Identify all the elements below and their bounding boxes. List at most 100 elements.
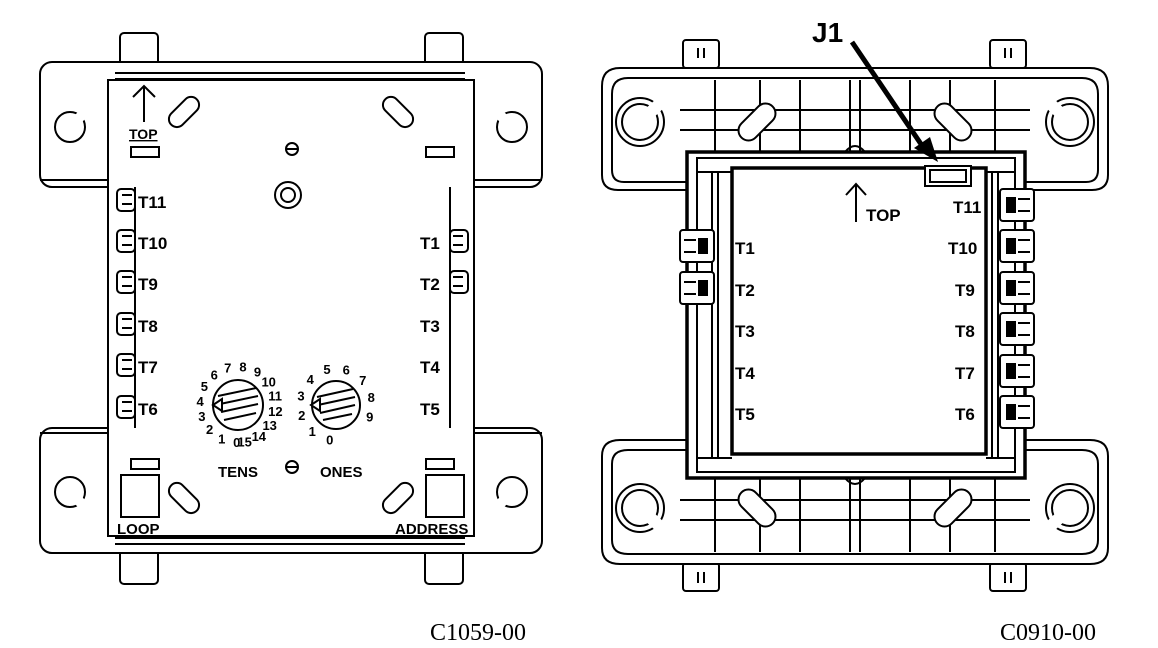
terminal-screw-icon[interactable]: [116, 395, 136, 419]
tens-rotary-switch[interactable]: [211, 379, 264, 431]
terminal-label-t11: T11: [138, 193, 166, 212]
ones-label: ONES: [320, 464, 363, 481]
terminal-label-t7: T7: [955, 364, 975, 383]
terminal-screw-icon[interactable]: [116, 229, 136, 253]
left-caption: C1059-00: [430, 620, 526, 646]
terminal-screw-icon[interactable]: [116, 353, 136, 377]
dial-number: 12: [268, 404, 282, 419]
terminal-blocks-left: [679, 229, 715, 305]
dial-number: 6: [211, 367, 218, 382]
terminal-block-icon[interactable]: [999, 312, 1035, 346]
terminal-label-t3: T3: [735, 322, 755, 341]
keyhole-slot: [54, 476, 100, 522]
keyhole-slot: [54, 97, 100, 143]
led-window: [425, 458, 455, 470]
keyhole-slot: [1036, 483, 1095, 540]
terminal-screws-left: [116, 188, 136, 419]
dial-number: 2: [206, 422, 213, 437]
terminal-label-t4: T4: [735, 364, 755, 383]
address-connector: [425, 474, 465, 518]
dial-number: 10: [261, 375, 275, 390]
j1-callout-label: J1: [812, 17, 843, 48]
dial-number: 0: [326, 433, 333, 448]
bottom-right-tab: [989, 562, 1027, 592]
dial-number: 8: [239, 359, 246, 374]
terminal-block-icon[interactable]: [679, 229, 715, 263]
mounting-slot: [167, 481, 201, 515]
right-caption: C0910-00: [1000, 620, 1096, 646]
dial-number: 4: [196, 394, 204, 409]
terminal-screw-icon[interactable]: [449, 270, 469, 294]
terminal-label-t9: T9: [955, 281, 975, 300]
dial-number: 9: [254, 364, 261, 379]
dial-number: 9: [366, 409, 373, 424]
dial-number: 15: [237, 434, 251, 449]
terminal-label-t3: T3: [420, 317, 440, 336]
dial-number: 3: [297, 389, 304, 404]
top-right-tab: [424, 32, 464, 66]
terminal-block-icon[interactable]: [679, 271, 715, 305]
terminal-block-icon[interactable]: [999, 229, 1035, 263]
dial-number: 3: [198, 409, 205, 424]
dial-pointer-icon: [309, 397, 321, 413]
center-post: [274, 181, 302, 209]
top-label: TOP: [866, 206, 901, 225]
address-label: ADDRESS: [395, 521, 468, 538]
ones-rotary-switch[interactable]: [309, 380, 361, 430]
dial-number: 2: [298, 408, 305, 423]
screw-icon: [285, 142, 299, 156]
dial-pointer-icon: [211, 397, 223, 413]
screw-icon: [285, 460, 299, 474]
terminal-label-t8: T8: [138, 317, 158, 336]
module-body: [107, 79, 475, 537]
terminal-screw-icon[interactable]: [116, 312, 136, 336]
loop-connector: [120, 474, 160, 518]
mounting-slot: [381, 95, 415, 129]
tens-label: TENS: [218, 464, 258, 481]
led-window: [130, 458, 160, 470]
loop-label: LOOP: [117, 521, 160, 538]
keyhole-slot: [482, 476, 528, 522]
terminal-screw-icon[interactable]: [116, 188, 136, 212]
terminal-block-icon[interactable]: [999, 188, 1035, 222]
terminal-blocks-right: [999, 188, 1035, 429]
mounting-slot: [381, 481, 415, 515]
dial-number: 5: [201, 379, 208, 394]
mounting-slot: [167, 95, 201, 129]
top-left-tab: [682, 39, 720, 69]
dial-number: 5: [323, 362, 330, 377]
dial-number: 6: [343, 363, 350, 378]
terminal-label-t11: T11: [953, 198, 981, 217]
mounting-slot: [933, 488, 973, 528]
terminal-label-t9: T9: [138, 275, 158, 294]
dial-number: 7: [224, 360, 231, 375]
terminal-label-t8: T8: [955, 322, 975, 341]
terminal-screw-icon[interactable]: [449, 229, 469, 253]
terminal-block-icon[interactable]: [999, 395, 1035, 429]
dial-number: 11: [268, 389, 282, 404]
mounting-slot: [737, 488, 777, 528]
inner-chamber: [730, 166, 988, 456]
j1-callout-arrow-icon: [849, 40, 938, 162]
terminal-label-t1: T1: [420, 234, 440, 253]
terminal-label-t10: T10: [138, 234, 167, 253]
top-label: TOP: [129, 126, 158, 142]
top-right-tab: [989, 39, 1027, 69]
dial-number: 1: [218, 431, 225, 446]
dial-number: 0: [233, 435, 240, 450]
right-module: J1 TOP T1 T2 T3 T4 T5 T11 T10 T9 T8 T7 T…: [601, 17, 1109, 646]
terminal-label-t6: T6: [955, 405, 975, 424]
dial-number: 8: [368, 390, 375, 405]
terminal-screw-icon[interactable]: [116, 270, 136, 294]
terminal-label-t5: T5: [735, 405, 755, 424]
terminal-block-icon[interactable]: [999, 271, 1035, 305]
terminal-label-t2: T2: [735, 281, 755, 300]
terminal-label-t4: T4: [420, 358, 440, 377]
top-arrow-icon: [845, 182, 867, 222]
terminal-label-t5: T5: [420, 400, 440, 419]
terminal-block-icon[interactable]: [999, 354, 1035, 388]
